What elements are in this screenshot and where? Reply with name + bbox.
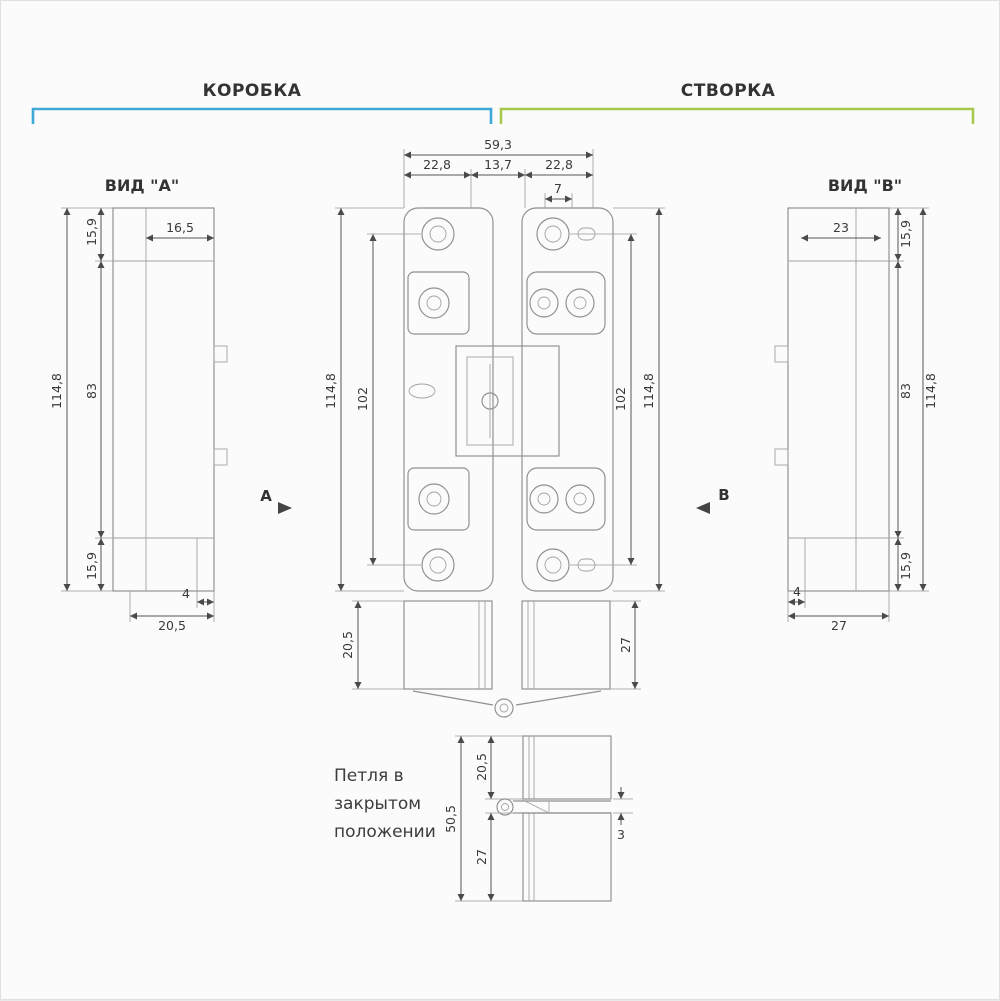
closed-caption-line3: положении [334, 822, 436, 842]
knuckle-pivot [494, 698, 514, 718]
adjuster-hole-inner [573, 296, 587, 310]
dim-15-9-top: 15,9 [84, 218, 99, 246]
dim-4: 4 [793, 584, 801, 599]
closed-caption-line1: Петля в [334, 766, 404, 786]
hinge-detail-line [522, 799, 550, 814]
hinge-arm-line [412, 690, 494, 706]
dim-102-right: 102 [613, 387, 628, 411]
brand-oval [408, 383, 436, 399]
bracket-korobka: КОРОБКА [31, 81, 493, 124]
closed-top-view: Петля в закрытом положении 50,5 20,5 27 … [334, 735, 633, 902]
view-b-letter: В [718, 486, 729, 504]
view-a-direction-icon [278, 502, 292, 514]
dim-27: 27 [618, 637, 633, 653]
screw-hole [421, 548, 455, 582]
dim-27: 27 [831, 618, 847, 633]
adjuster-hole [529, 484, 559, 514]
dim-114-8: 114,8 [923, 373, 938, 409]
screw-hole-inner [429, 225, 447, 243]
plate-outline [112, 207, 215, 592]
closed-caption-line2: закрытом [334, 794, 421, 814]
knuckle-pivot-inner [499, 703, 509, 713]
screw-hole [536, 217, 570, 251]
dim-20-5: 20,5 [340, 631, 355, 659]
frame-plate-section [403, 600, 493, 690]
open-top-view: 20,5 27 [340, 600, 641, 718]
adjuster-hole [529, 288, 559, 318]
dim-20-5: 20,5 [158, 618, 186, 633]
side-tab [213, 345, 228, 363]
adjuster-hole-inner [426, 491, 442, 507]
adjuster-block [526, 467, 606, 531]
dim-50-5: 50,5 [443, 805, 458, 833]
leaf-plate-section [522, 812, 612, 902]
adjuster-hole-inner [537, 296, 551, 310]
view-b-direction-icon [696, 502, 710, 514]
leaf-plate-section [521, 600, 611, 690]
dim-13-7: 13,7 [484, 157, 512, 172]
front-view: 59,3 22,8 13,7 22,8 7 114,8 102 102 114,… [260, 137, 730, 592]
view-a-letter: А [260, 487, 272, 505]
leaf-plate [521, 207, 614, 592]
hinge-arm-line [515, 690, 602, 706]
adjuster-hole [565, 484, 595, 514]
screw-hole-inner [544, 225, 562, 243]
adjuster-hole [565, 288, 595, 318]
dim-16-5: 16,5 [166, 220, 194, 235]
screw-hole [536, 548, 570, 582]
dim-20-5: 20,5 [474, 753, 489, 781]
screw-hole [421, 217, 455, 251]
dim-83: 83 [898, 383, 913, 399]
dim-114-8: 114,8 [49, 373, 64, 409]
screw-hole-inner [544, 556, 562, 574]
adjuster-block [407, 467, 470, 531]
side-tab [213, 448, 228, 466]
adjuster-hole-inner [573, 492, 587, 506]
hinge-arm [466, 356, 514, 446]
dim-22-8-right: 22,8 [545, 157, 573, 172]
adjuster-block [407, 271, 470, 335]
view-b: ВИД "В" 23 15,9 83 15,9 114,8 4 27 [774, 176, 938, 633]
korobka-bracket-line [31, 107, 493, 124]
adjuster-hole [418, 287, 450, 319]
frame-plate [403, 207, 494, 592]
korobka-label: КОРОБКА [203, 81, 302, 101]
dim-15-9-top: 15,9 [898, 220, 913, 248]
bracket-stvorka: СТВОРКА [499, 81, 975, 124]
adjuster-hole [418, 483, 450, 515]
dim-3: 3 [617, 827, 625, 842]
dim-4: 4 [182, 586, 190, 601]
plate-outline [787, 207, 890, 592]
dim-114-8-right: 114,8 [641, 373, 656, 409]
dim-23: 23 [833, 220, 849, 235]
dim-15-9-bot: 15,9 [84, 552, 99, 580]
dim-83: 83 [84, 383, 99, 399]
screw-hole-inner [429, 556, 447, 574]
view-b-title: ВИД "В" [828, 176, 902, 195]
frame-plate-section [522, 735, 612, 800]
side-tab [774, 448, 789, 466]
adjuster-hole-inner [537, 492, 551, 506]
hinge-body [455, 345, 560, 457]
dim-102-left: 102 [355, 387, 370, 411]
dim-22-8-left: 22,8 [423, 157, 451, 172]
dim-15-9-bot: 15,9 [898, 552, 913, 580]
view-a: ВИД "А" 114,8 15,9 83 15,9 16,5 4 20,5 [49, 176, 228, 633]
side-tab [774, 345, 789, 363]
dim-7: 7 [554, 181, 562, 196]
dim-27: 27 [474, 849, 489, 865]
view-a-title: ВИД "А" [105, 176, 179, 195]
knuckle-pivot-inner [501, 803, 509, 811]
adjuster-block [526, 271, 606, 335]
dim-59-3: 59,3 [484, 137, 512, 152]
stvorka-label: СТВОРКА [681, 81, 776, 101]
dim-114-8-left: 114,8 [323, 373, 338, 409]
adjuster-hole-inner [426, 295, 442, 311]
stvorka-bracket-line [499, 107, 975, 124]
